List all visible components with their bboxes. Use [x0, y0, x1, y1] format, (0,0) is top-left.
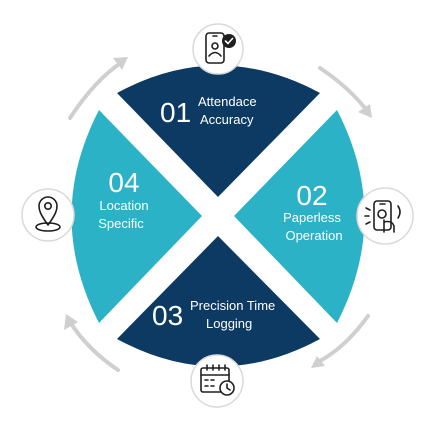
segment-02-shape: [234, 110, 365, 323]
phone-touch-icon: [364, 200, 401, 233]
segment-01-label-line2: Accuracy: [200, 112, 254, 127]
segment-01-shape: [117, 65, 320, 197]
badge-bottom: [190, 354, 244, 408]
arrowhead-top-right: [358, 104, 372, 118]
arrow-bottom-right: [316, 314, 370, 364]
segment-04-shape: [71, 110, 202, 323]
segment-03-label-line2: Logging: [206, 316, 252, 331]
segment-03-number: 03: [152, 300, 183, 331]
badge-right: [356, 187, 414, 245]
arrowhead-bottom-left: [64, 314, 78, 330]
calendar-clock-icon: [200, 364, 235, 396]
badge-left: [21, 188, 75, 242]
arrow-top-right: [318, 66, 370, 114]
segment-04-number: 04: [108, 167, 139, 198]
cycle-arrows: [64, 57, 372, 372]
segment-01-number: 01: [160, 97, 191, 128]
segment-04-label-line1: Location: [99, 198, 148, 213]
arrowhead-top-left: [113, 57, 128, 70]
badge-top: [192, 23, 244, 75]
segment-02-label-line2: Operation: [285, 228, 342, 243]
arrowhead-bottom-right: [311, 356, 325, 368]
segment-02-label-line1: Paperless: [283, 210, 341, 225]
smartphone-user-check-icon: [205, 32, 236, 64]
segment-03-label-line1: Precision Time: [190, 298, 275, 313]
segment-01-label-line1: Attendace: [198, 94, 257, 109]
arrow-bottom-left: [68, 320, 120, 372]
segment-03-shape: [117, 236, 320, 367]
location-pin-icon: [35, 196, 61, 232]
segment-04-label-line2: Specific: [98, 216, 144, 231]
arrow-top-left: [68, 60, 124, 120]
segment-02-number: 02: [296, 180, 327, 211]
